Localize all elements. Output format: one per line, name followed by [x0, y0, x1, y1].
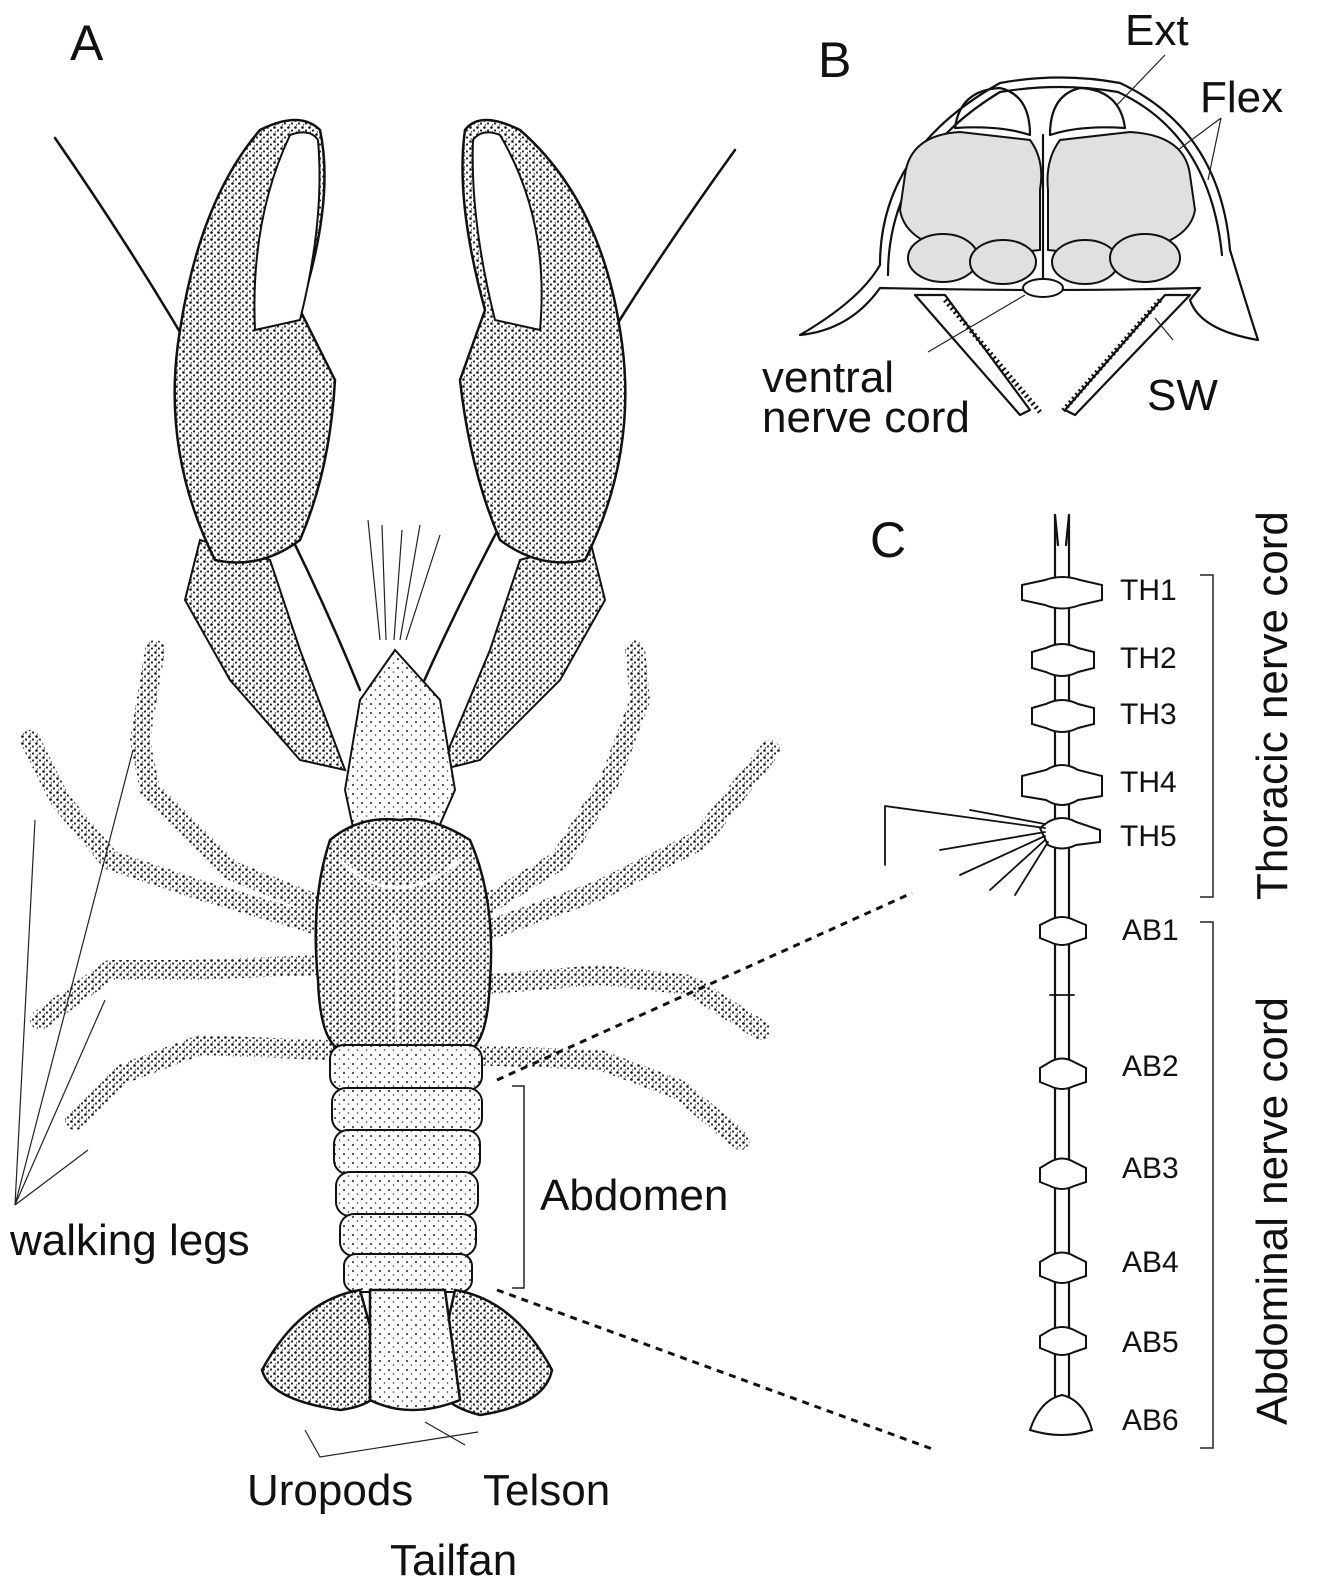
segment-labels: TH1 TH2 TH3 TH4 TH5 AB1 AB2 AB3 AB4 AB5 …	[1120, 574, 1179, 1437]
flex-label: Flex	[1200, 73, 1283, 122]
uropods-label: Uropods	[247, 1466, 413, 1515]
telson-label: Telson	[483, 1466, 610, 1515]
segment-label-th2: TH2	[1120, 642, 1177, 675]
abdomen-bracket	[512, 1086, 524, 1288]
segment-label-th3: TH3	[1120, 698, 1177, 731]
segment-label-ab2: AB2	[1122, 1050, 1179, 1083]
nerve-cord	[885, 515, 1102, 1435]
thoracic-bracket	[1200, 575, 1213, 897]
ventral-nerve-cord-section	[1023, 279, 1063, 297]
ventral-nerve-cord-label-line2: nerve cord	[762, 393, 970, 442]
thoracic-ganglia	[1022, 577, 1102, 849]
abdominal-bracket	[1200, 922, 1213, 1448]
tailfan-drawing	[262, 1290, 552, 1415]
right-cheliped-arm	[440, 540, 605, 770]
tailfan-label: Tailfan	[390, 1536, 517, 1585]
segment-label-th5: TH5	[1120, 820, 1177, 853]
extensor-muscle-right	[1050, 88, 1125, 135]
sw-label: SW	[1147, 371, 1218, 420]
extensor-muscle-left	[955, 88, 1030, 135]
panel-label-b: B	[818, 32, 851, 88]
walking-legs-label: walking legs	[9, 1216, 250, 1265]
abdominal-cord-label: Abdominal nerve cord	[1248, 997, 1297, 1425]
antennules	[368, 520, 440, 640]
left-cheliped-arm	[185, 540, 345, 770]
segment-label-th1: TH1	[1120, 574, 1177, 607]
segment-label-ab4: AB4	[1122, 1246, 1179, 1279]
segment-label-ab3: AB3	[1122, 1152, 1179, 1185]
thoracic-cord-label: Thoracic nerve cord	[1248, 511, 1297, 900]
left-uropod	[262, 1290, 385, 1410]
segment-label-th4: TH4	[1120, 766, 1177, 799]
abdomen-segments	[330, 1045, 482, 1292]
carapace	[316, 819, 491, 1050]
panel-label-c: C	[870, 512, 906, 568]
abdomen-label: Abdomen	[540, 1171, 728, 1220]
tailfan-pointers	[305, 1422, 478, 1457]
segment-label-ab1: AB1	[1122, 914, 1179, 947]
panel-label-a: A	[70, 15, 104, 71]
th5-nerves	[885, 806, 1048, 895]
flexor-muscle-right	[1048, 132, 1196, 253]
ext-label: Ext	[1125, 6, 1189, 55]
segment-label-ab6: AB6	[1122, 1404, 1179, 1437]
telson	[370, 1290, 460, 1410]
segment-label-ab5: AB5	[1122, 1326, 1179, 1359]
flexor-muscle-left	[900, 132, 1041, 253]
